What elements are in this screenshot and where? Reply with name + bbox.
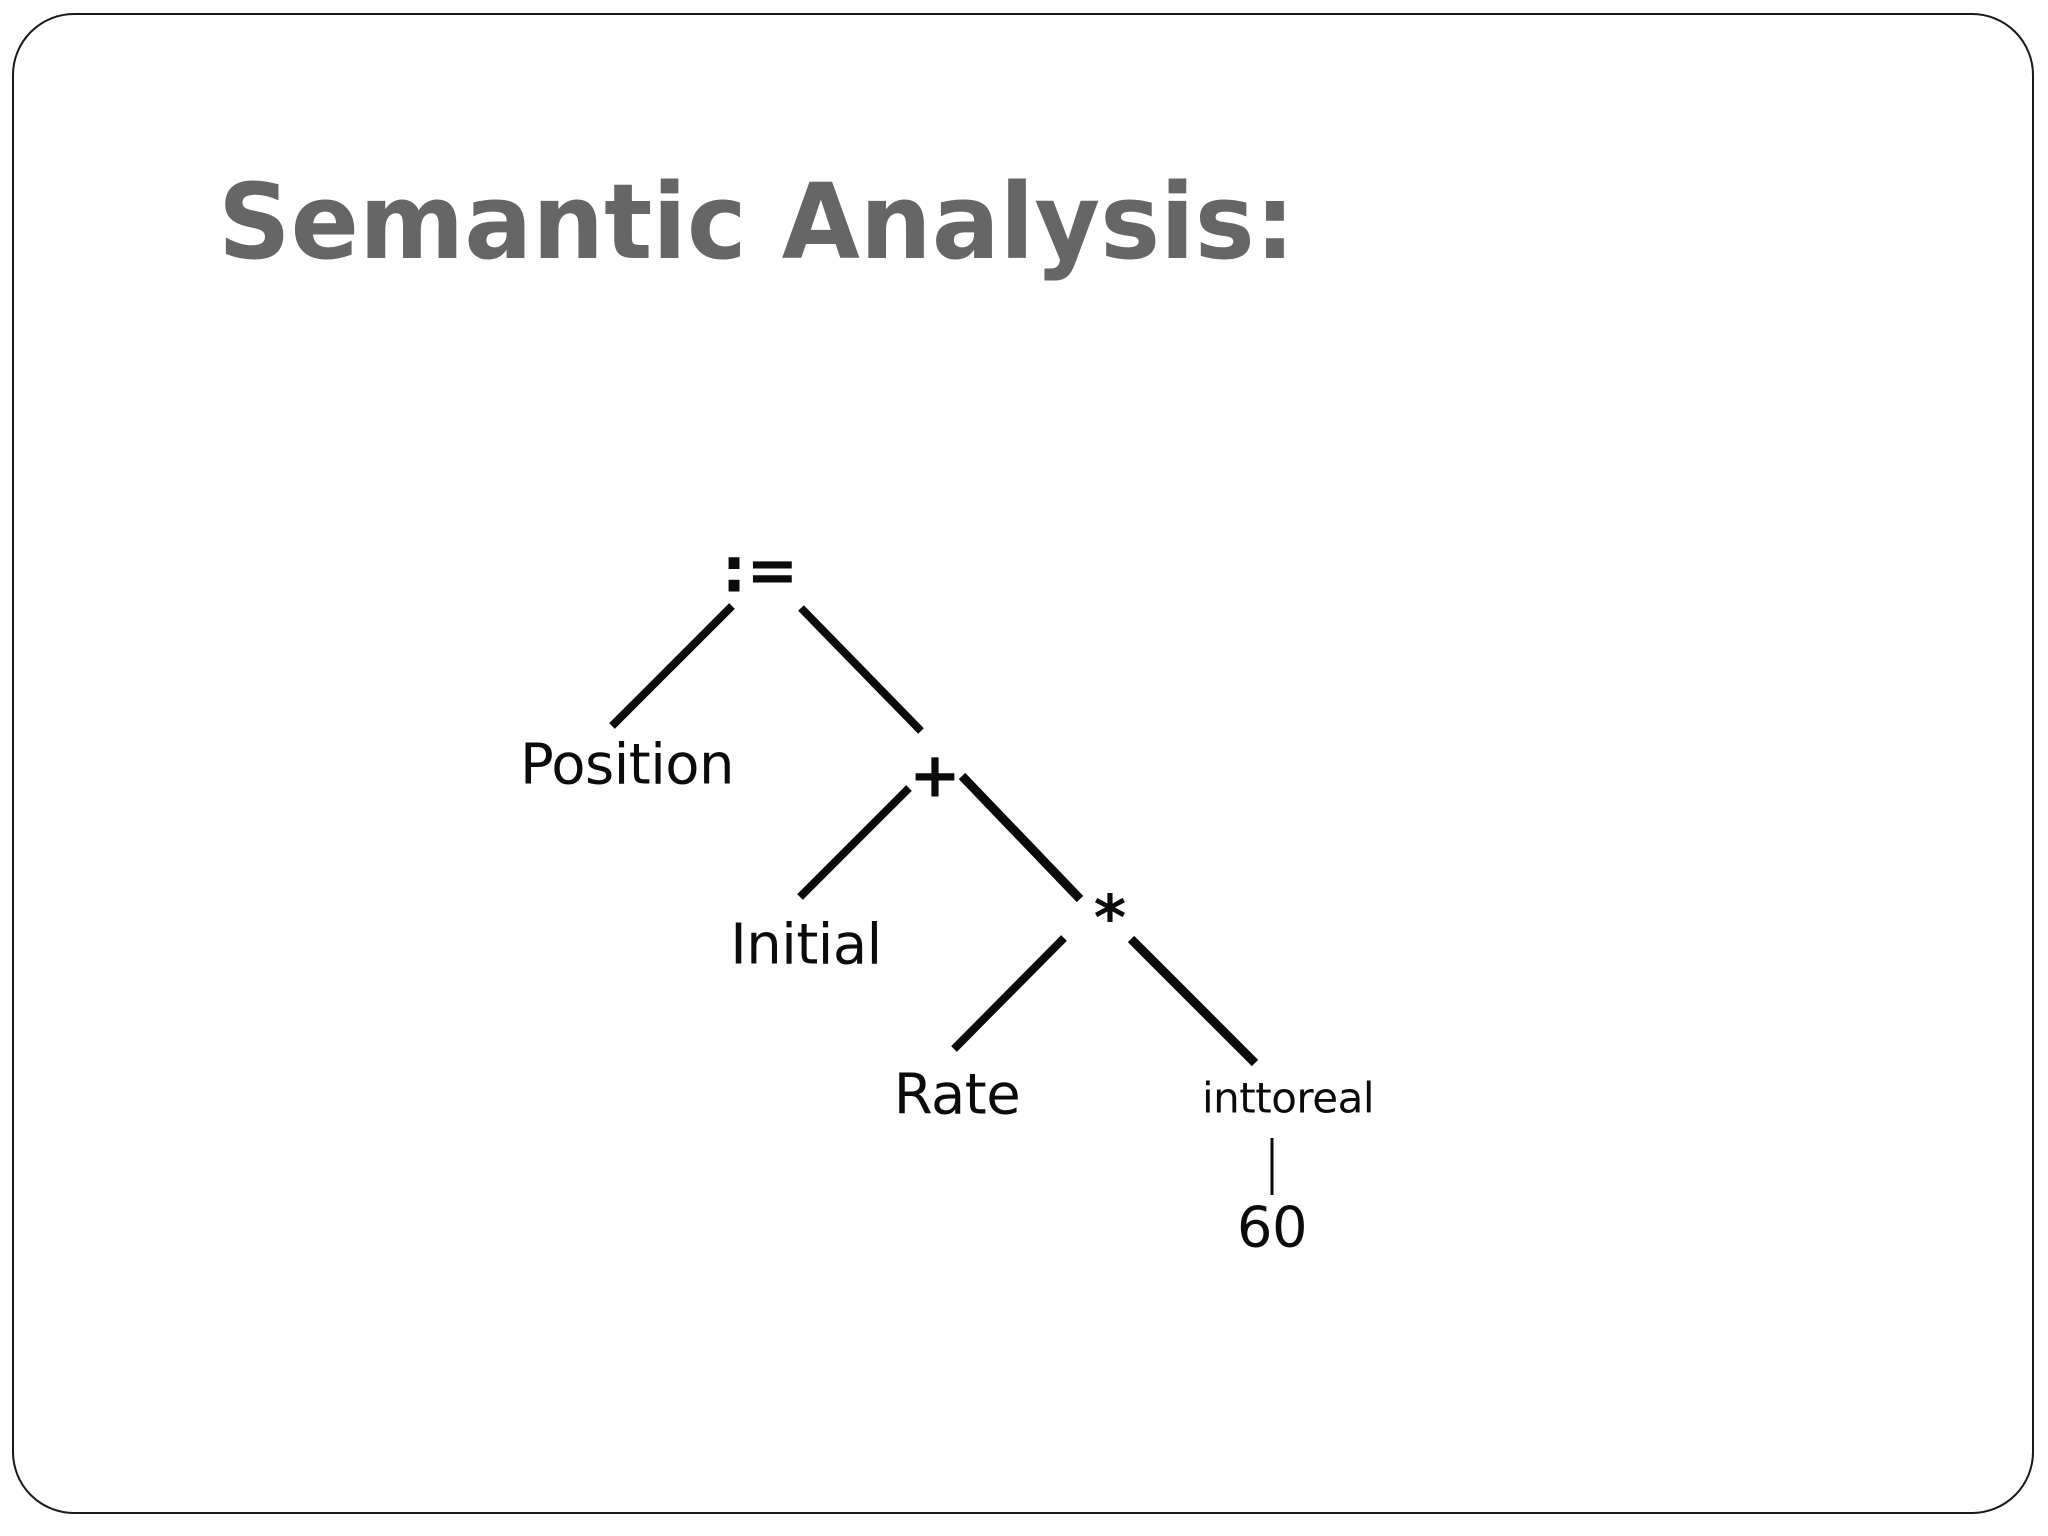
tree-edge-times-to-rate [951,935,1067,1052]
tree-edge-plus-to-times [958,772,1084,903]
tree-edge-assign-to-plus [798,605,924,734]
tree-node-initial: Initial [730,912,882,978]
tree-node-assign: := [721,533,799,607]
tree-node-times: * [1093,881,1127,955]
tree-edge-assign-to-position [609,603,735,729]
tree-node-inttoreal: inttoreal [1201,1073,1375,1123]
page-title: Semantic Analysis: [218,161,1296,283]
tree-edge-group [609,603,1274,1195]
tree-node-rate: Rate [893,1062,1021,1128]
slide-border-frame [12,13,2034,1514]
tree-node-position: Position [519,732,735,798]
tree-node-plus: + [909,738,961,812]
tree-node-sixty: 60 [1236,1195,1308,1261]
tree-edge-times-to-inttoreal [1127,935,1259,1067]
tree-edge-plus-to-initial [797,785,912,900]
